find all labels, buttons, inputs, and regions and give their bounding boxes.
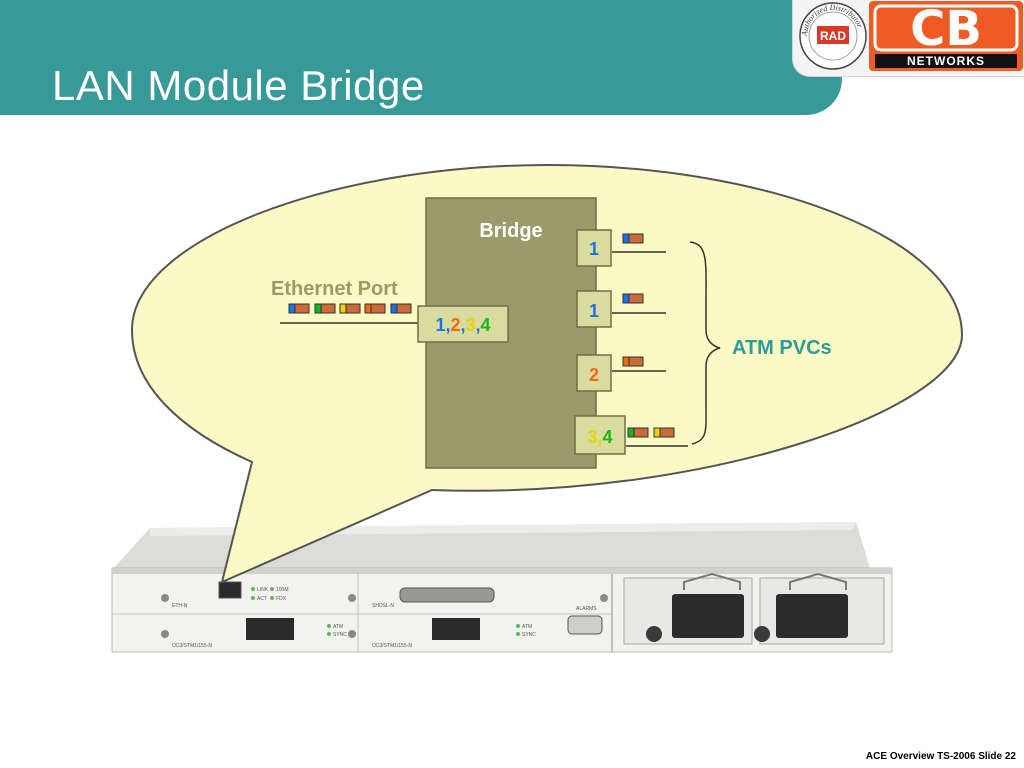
pvc-port-2: 1 [576, 290, 666, 328]
ethernet-port-ids: 1,2,3,4 [435, 315, 490, 335]
fiber-port-icon [246, 618, 294, 640]
pvc-brace [689, 241, 721, 445]
frame-orange [364, 303, 386, 314]
frame-green [314, 303, 336, 314]
shdsl-connector-icon [399, 587, 495, 603]
svg-text:LINK: LINK [257, 587, 269, 593]
pvc-port-1: 1 [576, 229, 666, 267]
svg-text:2: 2 [589, 365, 599, 385]
svg-text:ATM: ATM [333, 624, 343, 630]
eth-id: 3 [466, 315, 476, 335]
svg-text:100M: 100M [276, 587, 289, 593]
cb-networks-logo: Authorized Distributor RAD CB NETWORKS [799, 1, 1023, 71]
svg-text:OC3/STM1/155-N: OC3/STM1/155-N [372, 643, 412, 649]
ethernet-port-box [417, 305, 509, 343]
eth-id: 4 [481, 315, 491, 335]
ethernet-port-label: Ethernet Port [271, 278, 398, 300]
frame-blue [390, 303, 412, 314]
svg-text:ACT: ACT [257, 596, 267, 602]
svg-text:SHDSL-N: SHDSL-N [372, 603, 394, 609]
ethernet-frames [288, 303, 412, 314]
atm-pvcs-label: ATM PVCs [732, 337, 832, 359]
svg-text:FDX: FDX [276, 596, 287, 602]
svg-text:ALARMS: ALARMS [576, 606, 597, 612]
svg-text:1: 1 [589, 239, 599, 259]
rad-logo-text: RAD [820, 29, 846, 43]
cb-logo-text: CB [910, 1, 982, 57]
rj45-port-icon [218, 581, 242, 599]
eth-id: , [445, 315, 450, 335]
bridge-label: Bridge [479, 220, 542, 242]
svg-text:OC3/STM1/155-N: OC3/STM1/155-N [172, 643, 212, 649]
pvc-port-3: 2 [576, 354, 666, 392]
frame-yellow [339, 303, 361, 314]
power-connector-icon [672, 594, 744, 638]
svg-text:3,4: 3,4 [587, 427, 612, 447]
title-band [0, 0, 842, 115]
slide-title: LAN Module Bridge [52, 62, 425, 109]
power-connector-icon [776, 594, 848, 638]
svg-text:SYNC: SYNC [333, 632, 347, 638]
svg-text:1: 1 [589, 301, 599, 321]
svg-text:SYNC: SYNC [522, 632, 536, 638]
networks-logo-text: NETWORKS [907, 54, 985, 68]
eth-id: 1 [435, 315, 445, 335]
svg-text:ATM: ATM [522, 624, 532, 630]
eth-id: , [460, 315, 465, 335]
pvc-port-4: 3,4 [574, 415, 688, 455]
eth-id: , [476, 315, 481, 335]
ace-device-unit: ETH-N SHDSL-N OC3/STM1/155-N OC3/STM1/15… [111, 522, 893, 653]
alarm-port-icon [567, 615, 603, 635]
svg-text:ETH-N: ETH-N [172, 603, 188, 609]
slide-footer: ACE Overview TS-2006 Slide 22 [865, 751, 1016, 762]
frame-blue [288, 303, 310, 314]
fiber-port-icon [432, 618, 480, 640]
eth-id: 2 [450, 315, 460, 335]
logo-panel: Authorized Distributor RAD CB NETWORKS [792, 0, 1024, 77]
